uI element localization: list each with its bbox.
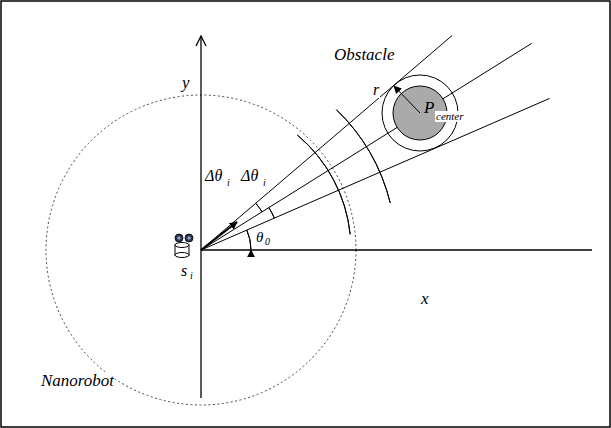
robot-wheel (175, 234, 183, 242)
subscript: center (435, 111, 464, 122)
view-lines (201, 36, 549, 250)
y-axis (200, 36, 201, 398)
axis-label: x (420, 290, 430, 307)
nanorobot-icon (175, 234, 193, 258)
angle-label: Δθ (204, 168, 223, 184)
radius-label: r (372, 82, 380, 98)
subscript: 0 (264, 237, 271, 247)
view-line (201, 43, 532, 250)
view-line (201, 98, 549, 250)
angle-arc (336, 110, 390, 203)
robot-base (175, 253, 189, 258)
subscript: i (226, 178, 231, 188)
robot-hub (188, 237, 191, 240)
subscript: i (262, 178, 267, 188)
angle-arcs (247, 110, 390, 250)
angle-label: Δθ (240, 168, 259, 184)
subscript: i (189, 271, 194, 281)
heading-arrow (201, 222, 237, 250)
robot-label: Nanorobot (40, 372, 115, 389)
angle-label: θ (255, 230, 264, 245)
angle-arc (297, 135, 350, 234)
robot-hub (178, 237, 181, 240)
radius-arrow (394, 86, 420, 113)
sensor-label: s (180, 263, 188, 279)
robot-wheel (185, 234, 193, 242)
axis-label: y (181, 74, 191, 91)
point-label: P (423, 99, 435, 116)
angle-arc (256, 203, 262, 212)
robot-top (175, 243, 189, 248)
x-axis (201, 249, 592, 250)
angle-arc (269, 208, 275, 218)
obstacle-label: Obstacle (333, 46, 395, 63)
angle-arc (247, 230, 251, 250)
